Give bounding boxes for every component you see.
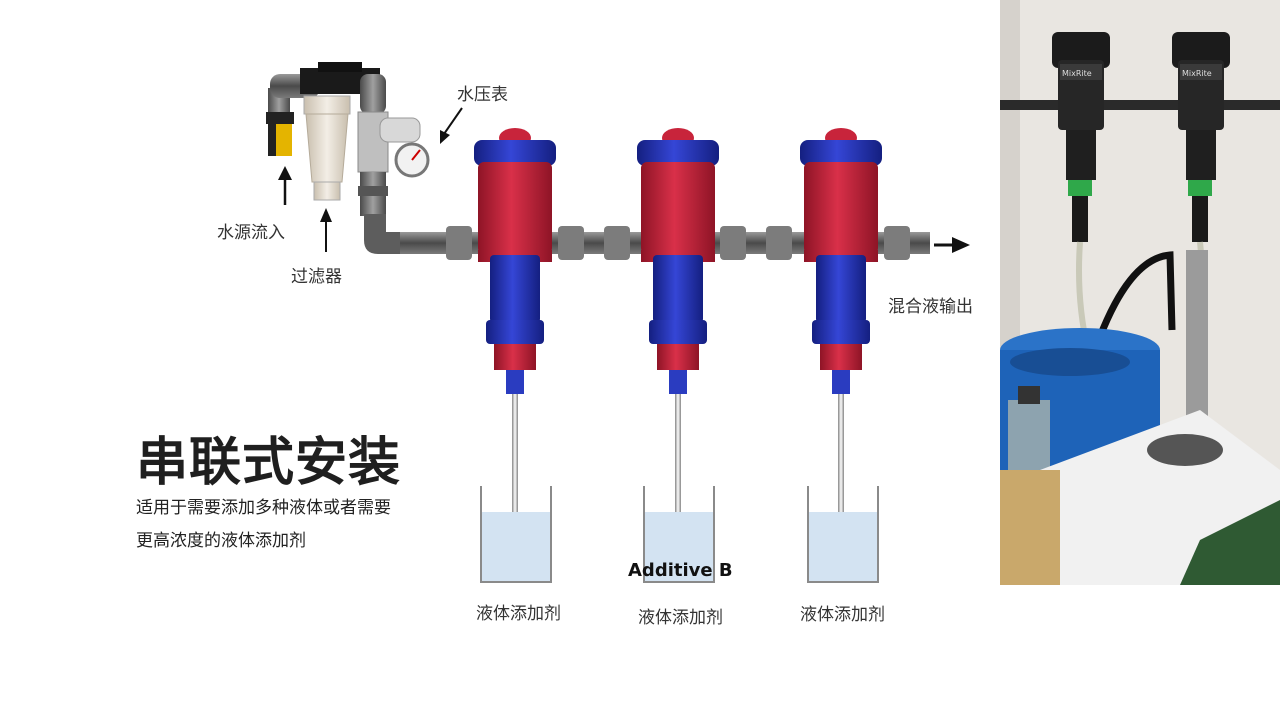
tank-label-2: 液体添加剂 bbox=[638, 608, 723, 628]
tank-label-3: 液体添加剂 bbox=[800, 605, 885, 625]
additive-tank-3 bbox=[807, 486, 879, 583]
pressure-gauge-label: 水压表 bbox=[457, 85, 508, 105]
pump-brand-2: MixRite bbox=[1182, 69, 1212, 78]
inlet-assembly bbox=[266, 62, 430, 254]
installation-photo: MixRite MixRite bbox=[1000, 0, 1280, 585]
additive-b-label: Additive B bbox=[628, 560, 733, 581]
additive-tank-2 bbox=[643, 486, 715, 583]
dosing-pump-3 bbox=[800, 128, 882, 558]
pump-brand-1: MixRite bbox=[1062, 69, 1092, 78]
tank-label-1: 液体添加剂 bbox=[476, 604, 561, 624]
series-installation-diagram bbox=[266, 62, 970, 583]
pressure-gauge-arrow-icon bbox=[440, 107, 463, 144]
description-line-1: 适用于需要添加多种液体或者需要 bbox=[136, 498, 391, 518]
mixed-output-label: 混合液输出 bbox=[888, 297, 973, 317]
page-title: 串联式安装 bbox=[136, 433, 402, 493]
filter-label: 过滤器 bbox=[291, 267, 342, 287]
dosing-pump-1 bbox=[474, 128, 556, 558]
output-arrow-icon bbox=[934, 237, 970, 253]
additive-tank-1 bbox=[480, 486, 552, 583]
water-inlet-arrow-icon bbox=[278, 166, 292, 205]
dosing-pump-2 bbox=[637, 128, 719, 558]
water-inlet-label: 水源流入 bbox=[217, 223, 285, 243]
filter-arrow-icon bbox=[320, 208, 332, 252]
installation-photo-illustration: MixRite MixRite bbox=[1000, 0, 1280, 585]
description-line-2: 更高浓度的液体添加剂 bbox=[136, 531, 306, 551]
